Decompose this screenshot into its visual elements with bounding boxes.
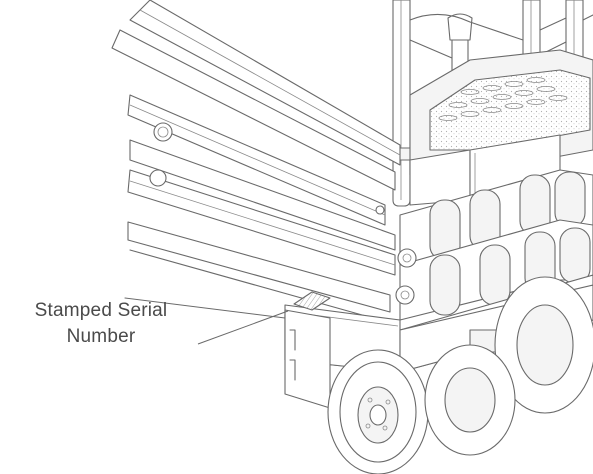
callout-line-2: Number	[66, 326, 136, 347]
callout-leader-line	[197, 310, 289, 345]
platform-deck	[409, 49, 593, 206]
callout-line-1: Stamped Serial	[34, 300, 168, 321]
wheels	[327, 276, 593, 474]
scissor-arms	[111, 0, 401, 321]
serial-number-callout: Stamped Serial Number	[0, 298, 202, 350]
